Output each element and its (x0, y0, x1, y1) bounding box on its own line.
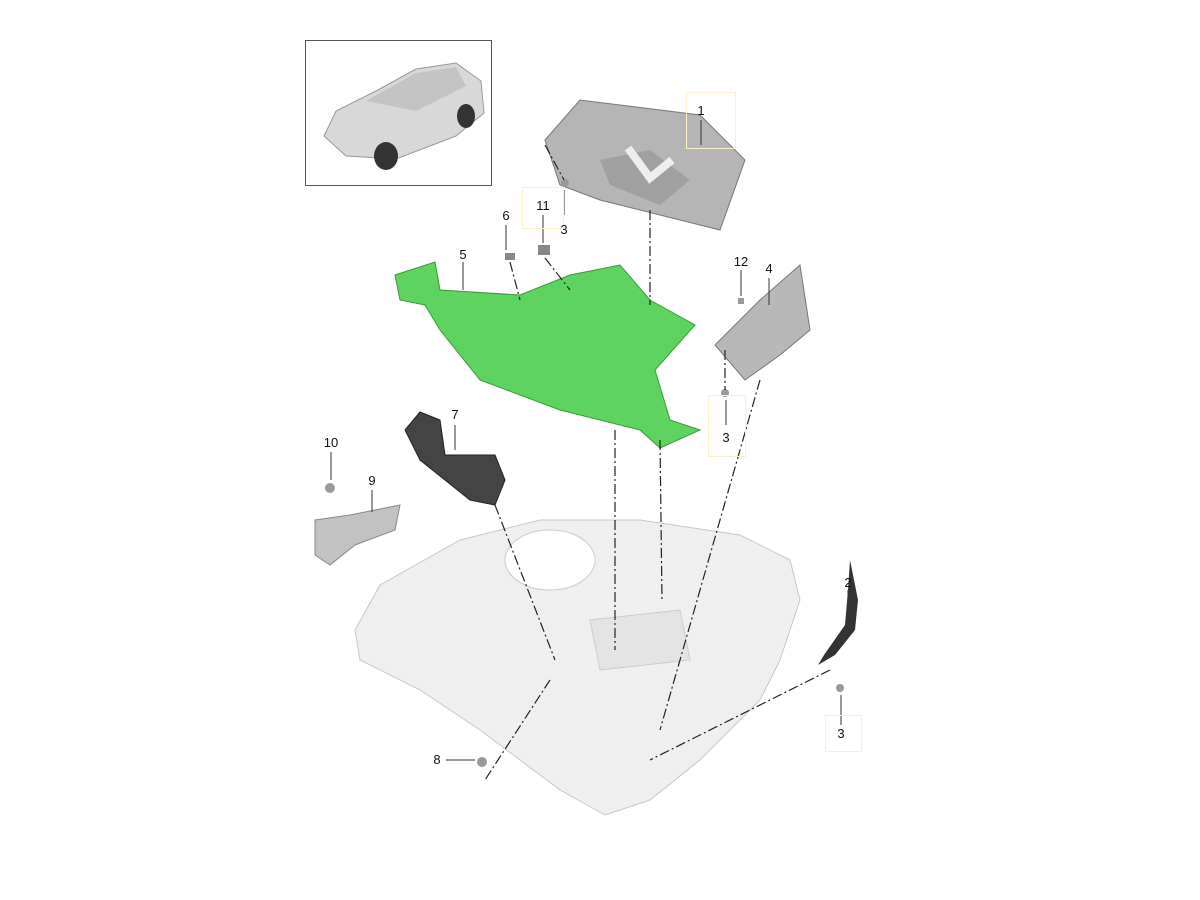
part-3-clip (561, 179, 569, 187)
callout-3-bottom[interactable]: 3 (837, 726, 845, 741)
callout-3-right[interactable]: 3 (722, 430, 730, 445)
callout-9[interactable]: 9 (368, 473, 376, 488)
callout-7[interactable]: 7 (451, 407, 459, 422)
part-5-underbody-panel (394, 261, 702, 449)
part-3-clip (836, 684, 844, 692)
callout-12[interactable]: 12 (733, 254, 749, 269)
callout-4[interactable]: 4 (765, 261, 773, 276)
callout-3-top[interactable]: 3 (560, 222, 568, 237)
callout-10[interactable]: 10 (323, 435, 339, 450)
vehicle-thumbnail (305, 40, 492, 186)
part-8-grommet (477, 757, 487, 767)
part-3-clip (721, 389, 729, 397)
part-7-duct (404, 411, 506, 506)
assembly-lines (484, 144, 831, 781)
callout-8[interactable]: 8 (433, 752, 441, 767)
part-10-clip (325, 483, 335, 493)
callout-11[interactable]: 11 (536, 198, 550, 213)
callout-5[interactable]: 5 (459, 247, 467, 262)
part-9-bracket (314, 504, 401, 566)
car-icon (323, 62, 485, 170)
body-opening (504, 529, 596, 591)
part-12-clip (738, 298, 744, 304)
part-6-clip (505, 253, 515, 260)
callout-1[interactable]: 1 (697, 103, 705, 118)
part-11-clip (538, 245, 550, 255)
callout-6[interactable]: 6 (502, 208, 510, 223)
callout-2[interactable]: 2 (844, 575, 852, 590)
part-4-bracket (714, 264, 811, 381)
part-2-strip (818, 560, 858, 665)
